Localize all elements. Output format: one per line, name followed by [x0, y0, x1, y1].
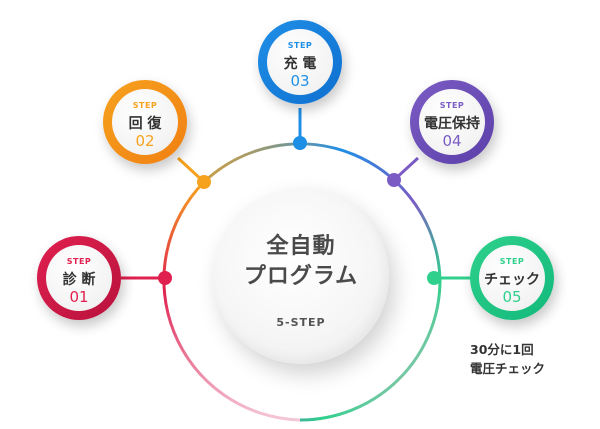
ring-node-03 — [293, 136, 307, 150]
step-01-label: STEP — [66, 257, 92, 266]
step-01-number: 01 — [69, 288, 89, 306]
step-03-circle: STEP 充 電 03 — [258, 20, 342, 104]
step-04-circle: STEP 電圧保持 04 — [410, 80, 494, 164]
center-disc: 全自動 プログラム 5-STEP — [213, 188, 389, 364]
ring-arc-left — [162, 180, 301, 422]
center-subtitle: 5-STEP — [276, 316, 326, 329]
center-title: 全自動 プログラム — [243, 234, 359, 289]
step-05-name: チェック — [484, 272, 540, 288]
step-04-name: 電圧保持 — [424, 116, 480, 132]
step-02-label: STEP — [132, 101, 158, 110]
ring-node-04 — [387, 173, 401, 187]
step-02-number: 02 — [135, 132, 155, 150]
step-05-label: STEP — [499, 257, 525, 266]
step-02-name: 回 復 — [128, 116, 162, 132]
ring-node-02 — [197, 175, 211, 189]
step-03-number: 03 — [290, 72, 310, 90]
ring-arc-right — [202, 142, 442, 422]
step-05-number: 05 — [502, 288, 522, 306]
step-03-name: 充 電 — [283, 56, 317, 72]
step-01-circle: STEP 診 断 01 — [37, 236, 121, 320]
step-05-circle: STEP チェック 05 — [470, 236, 554, 320]
step-03-label: STEP — [287, 41, 313, 50]
step-01-name: 診 断 — [62, 272, 96, 288]
step-02-circle: STEP 回 復 02 — [103, 80, 187, 164]
ring-node-05 — [427, 271, 441, 285]
step-04-number: 04 — [442, 132, 462, 150]
step-04-label: STEP — [439, 101, 465, 110]
voltage-check-note: 30分に1回 電圧チェック — [470, 342, 546, 376]
ring-node-01 — [158, 271, 172, 285]
